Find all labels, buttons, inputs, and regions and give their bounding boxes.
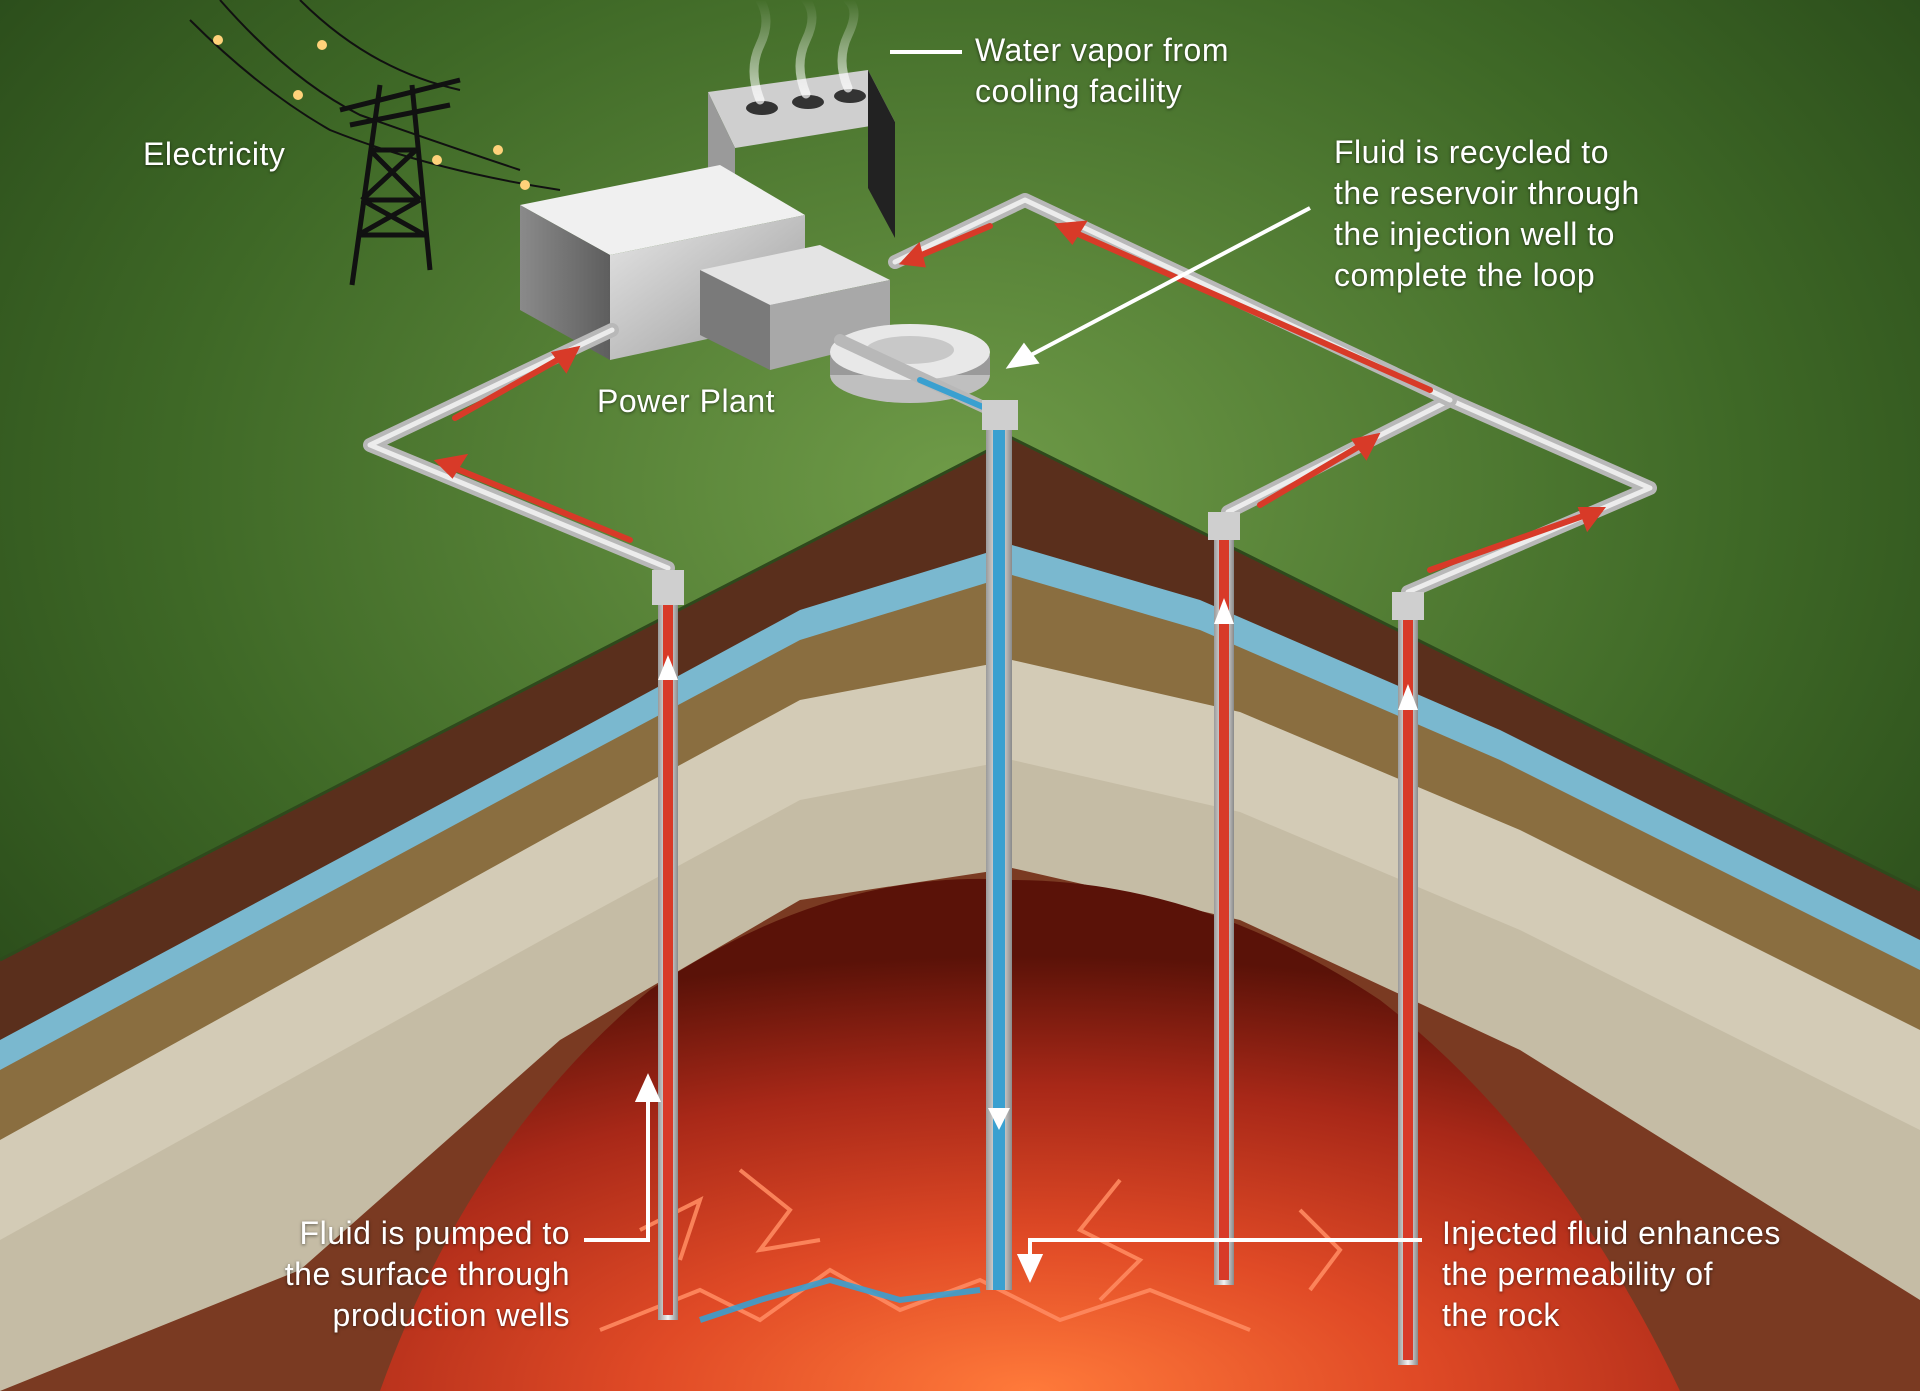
injection-well [982, 400, 1018, 1290]
water-vapor-steam [749, 0, 859, 105]
wellhead-icon [1208, 512, 1240, 540]
fracture-icon [599, 1168, 1343, 1332]
water-vapor-label: Water vapor from cooling facility [975, 32, 1229, 109]
production-well-right [1392, 592, 1424, 1365]
leader-lines [584, 50, 1422, 1283]
wellhead-icon [652, 570, 684, 605]
production-well-center-right [1208, 512, 1240, 1285]
fluid-recycled-label: Fluid is recycled to the reservoir throu… [1334, 134, 1640, 293]
surface-flow-arrows [433, 220, 1606, 573]
hot-rock-reservoir [380, 878, 1680, 1391]
power-plant-label: Power Plant [597, 383, 776, 419]
wellhead-icon [1392, 592, 1424, 620]
electricity-label: Electricity [143, 136, 286, 172]
power-plant-icon [520, 165, 890, 370]
production-well-left [652, 570, 684, 1320]
pump-icon [830, 324, 990, 403]
injected-fluid-label: Injected fluid enhances the permeability… [1442, 1215, 1781, 1333]
wellhead-icon [982, 400, 1018, 430]
fluid-pumped-label: Fluid is pumped to the surface through p… [284, 1215, 570, 1333]
power-lines [189, 0, 561, 191]
electricity-sparks [213, 35, 530, 190]
